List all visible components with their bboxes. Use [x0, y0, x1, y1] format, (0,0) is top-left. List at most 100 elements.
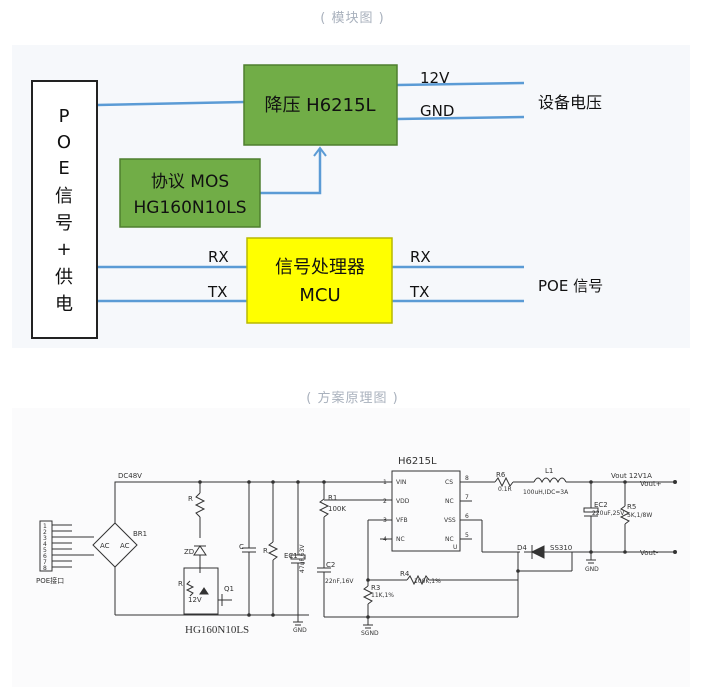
ic-pin-num: 6 — [465, 513, 469, 520]
gnd-output-line — [396, 115, 525, 121]
poe-signal-label: POE 信号 — [538, 277, 603, 295]
port-pin: 5 — [43, 547, 47, 554]
r-label: R — [263, 547, 268, 555]
schematic-panel: DC48V Vout 12V1A Vout+ Vout- BR1 AC AC P… — [12, 408, 690, 687]
d4-label: D4 — [517, 544, 527, 552]
poe-box — [31, 80, 98, 339]
q1-label: Q1 — [224, 585, 234, 593]
ec1-label: EC1 — [284, 552, 298, 560]
r-top-label: R — [188, 495, 193, 503]
mos-to-buck-line — [260, 148, 322, 195]
bridge-ref: BR1 — [133, 530, 147, 538]
bridge-ac1: AC — [100, 542, 110, 550]
tx-right-label: TX — [409, 283, 429, 301]
l1-value: 100uH,IDC=3A — [523, 489, 569, 496]
c2-label: C2 — [326, 561, 335, 569]
gnd-label: GND — [585, 566, 599, 573]
gnd-bottom-label: GND — [293, 627, 307, 634]
mcu-title: 信号处理器 — [275, 257, 365, 278]
ic-pin-right: VSS — [444, 517, 456, 524]
vout-minus-label: Vout- — [640, 549, 659, 557]
zd-label: ZD — [184, 548, 194, 556]
l1-label: L1 — [545, 467, 553, 475]
poe-char: 供 — [55, 267, 73, 288]
poe-char: + — [56, 239, 71, 260]
r1-value: 100K — [328, 505, 346, 513]
poe-char: 号 — [55, 213, 73, 234]
mcu-box — [246, 237, 393, 324]
dc-label: DC48V — [118, 472, 142, 480]
block-diagram: P O E 信 号 + 供 电 降压 H6215L 协议 MOS HG160N1… — [31, 64, 603, 339]
ec1-value: 47uF,63V — [299, 544, 306, 573]
r4-value: 100K,1% — [414, 578, 441, 585]
block-diagram-caption: ( 模块图 ) — [320, 11, 385, 26]
r-mid-value: 12V — [188, 596, 202, 604]
device-voltage-label: 设备电压 — [538, 93, 602, 112]
r5-value: 5K,1/8W — [627, 512, 652, 519]
buck-converter-box — [243, 64, 398, 146]
c2-value: 22nF,16V — [325, 578, 354, 585]
v12-output-line — [396, 81, 525, 87]
schematic-diagram: DC48V Vout 12V1A Vout+ Vout- BR1 AC AC P… — [36, 456, 677, 637]
port-pin: 1 — [43, 523, 47, 530]
ic-pin-num: 2 — [383, 498, 387, 505]
port-pin: 8 — [43, 565, 47, 572]
vout-label: Vout 12V1A — [611, 472, 652, 480]
ic-pin-left: NC — [396, 536, 405, 543]
poe-char: 信 — [55, 186, 73, 207]
r4-label: R4 — [400, 570, 410, 578]
r6-label: R6 — [496, 471, 506, 479]
ic-pin-num: 1 — [383, 479, 387, 486]
ic-pin-left: VDD — [396, 498, 410, 505]
ic-pin-right: CS — [445, 479, 453, 486]
port-pin: 2 — [43, 529, 47, 536]
ic-pin-num: 5 — [465, 532, 469, 539]
gnd-label: GND — [420, 102, 454, 120]
poe-char: O — [57, 132, 71, 153]
ic-title: H6215L — [398, 456, 437, 467]
rx-right-label: RX — [410, 248, 431, 266]
block-diagram-panel: P O E 信 号 + 供 电 降压 H6215L 协议 MOS HG160N1… — [12, 45, 690, 348]
vout-plus-label: Vout+ — [640, 480, 662, 488]
schematic-caption: ( 方案原理图 ) — [306, 391, 399, 406]
r-mid-label: R — [178, 580, 183, 588]
v12-label: 12V — [420, 69, 450, 87]
poe-port-label: POE接口 — [36, 576, 64, 585]
r1-label: R1 — [328, 494, 337, 502]
ic-pin-right: NC — [445, 498, 454, 505]
arrow-head-icon — [313, 146, 327, 157]
protocol-mos-label: 协议 MOS — [151, 172, 229, 192]
port-pin: 3 — [43, 535, 47, 542]
ec2-label: EC2 — [594, 501, 608, 509]
r3-label: R3 — [371, 584, 380, 592]
ic-pin-left: VIN — [396, 479, 406, 486]
protocol-mos-part: HG160N10LS — [133, 198, 246, 218]
poe-char: E — [58, 158, 69, 179]
ec2-value: 220uF,25V — [592, 510, 625, 517]
c-label: C — [239, 543, 244, 551]
r5-label: R5 — [627, 503, 636, 511]
d4-part: SS310 — [550, 544, 572, 552]
port-pin: 4 — [43, 541, 47, 548]
protocol-mos-box — [119, 158, 261, 228]
rx-left-label: RX — [208, 248, 229, 266]
ic-pin-num: 8 — [465, 475, 469, 482]
ic-pin-left: VFB — [396, 517, 408, 524]
buck-converter-label: 降压 H6215L — [264, 95, 375, 116]
r3-value: 11K,1% — [371, 592, 394, 599]
ic-pin-num: 3 — [383, 517, 387, 524]
mos-part-label: HG160N10LS — [185, 624, 249, 636]
poe-char: 电 — [55, 294, 73, 315]
ic-pin-num: 7 — [465, 494, 469, 501]
tx-left-label: TX — [207, 283, 227, 301]
sgnd-label: SGND — [361, 630, 379, 637]
poe-char: P — [59, 106, 70, 127]
mcu-label: MCU — [299, 285, 340, 306]
port-pin: 7 — [43, 559, 47, 566]
ic-pin-right: NC — [445, 536, 454, 543]
ic-ref: U — [453, 544, 457, 551]
r6-value: 0.1R — [498, 486, 512, 493]
poe-to-buck-line — [96, 100, 245, 107]
port-pin: 6 — [43, 553, 47, 560]
bridge-ac2: AC — [120, 542, 130, 550]
